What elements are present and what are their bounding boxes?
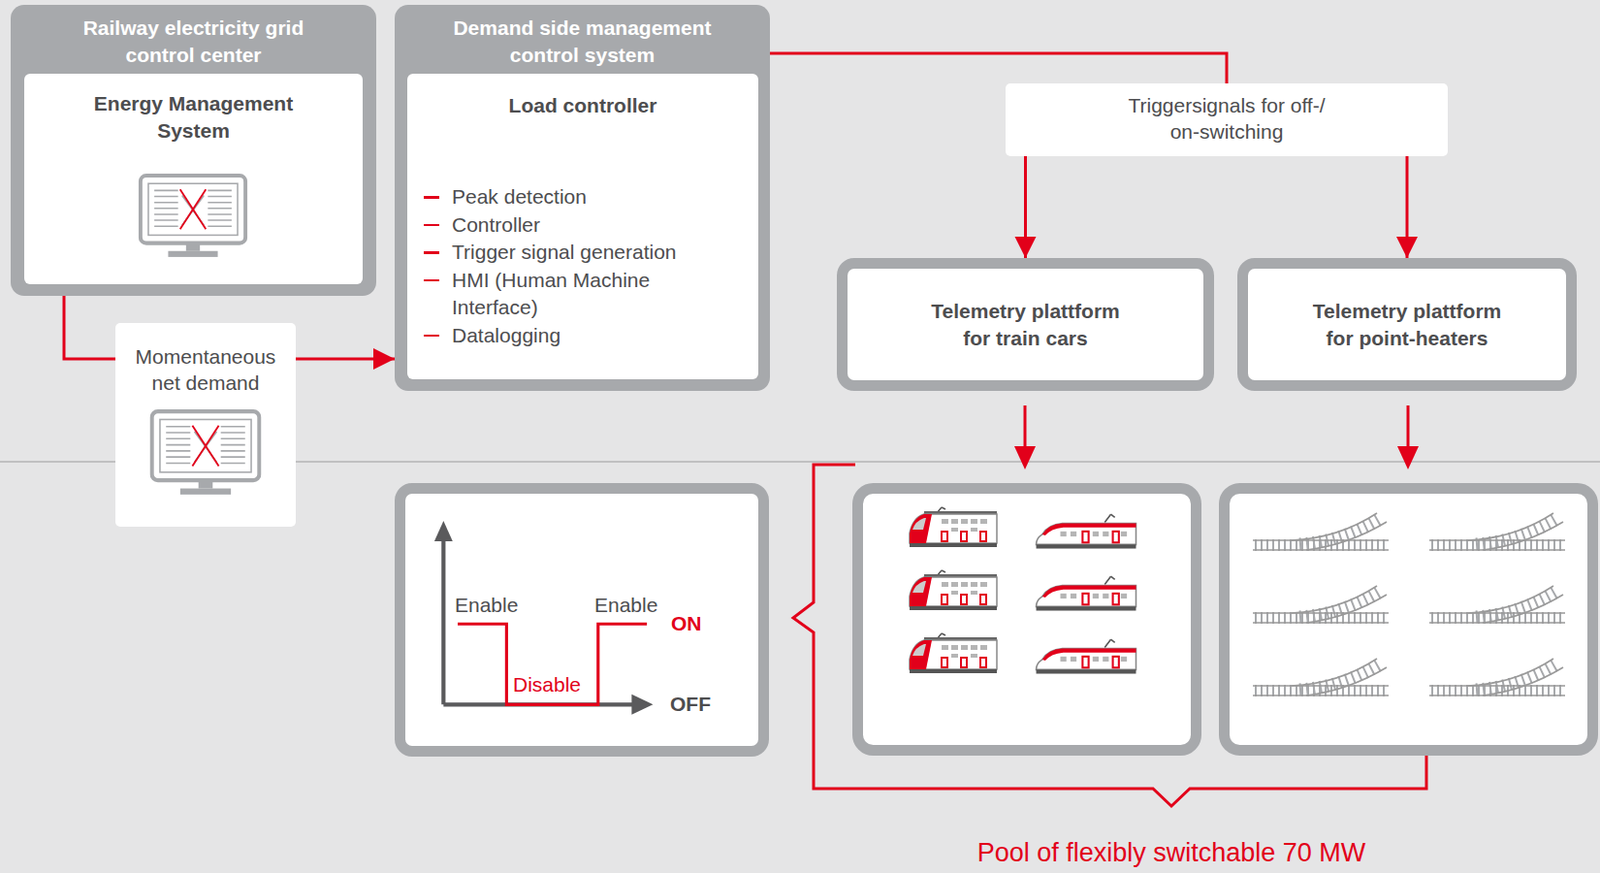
telemetry-box: Telemetry plattform for train cars [836,257,1215,391]
node-label: Enable [594,592,658,618]
connector [1406,156,1409,258]
node-label: OFF [670,691,711,717]
node-label: Telemetry plattform for train cars [921,297,1130,352]
demand-box: Momentaneous net demand [115,322,296,527]
panel-heading: Demand side management control system [442,14,724,69]
node-label: Momentaneous net demand [123,343,288,396]
list-dash [423,334,440,338]
telemetry-box: Telemetry plattform for point-heaters [1237,257,1577,391]
control-center-panel: Railway electricity grid control centerE… [10,4,377,296]
list-text: Peak detection [451,183,704,212]
list-text: Datalogging [451,321,704,351]
point-icons [1252,512,1566,696]
list-text: Controller [451,211,704,240]
point-pool-box [1224,488,1594,751]
list-item: Peak detection [407,183,759,212]
control-system-panel: Demand side management control systemLoa… [394,4,770,391]
list-item: HMI (Human Machine Interface) [407,266,759,322]
load-controller-box: Load controllerPeak detectionControllerT… [407,73,759,380]
list-item: Trigger signal generation [407,238,759,267]
monitor-icon [136,173,250,261]
list-text: Trigger signal generation [451,238,704,267]
trigger-signal-box: Triggersignals for off-/ on-switching [1005,83,1448,157]
list-dash [423,224,440,227]
list-dash [423,279,440,283]
node-label: ON [671,610,703,637]
monitor-icon [149,409,262,499]
connector [1024,156,1027,258]
node-label: Energy Management System [77,90,311,145]
list-dash [423,195,440,199]
list-item: Controller [407,211,759,240]
switching-chart [394,482,769,757]
connector [64,295,116,359]
node-label: Triggersignals for off-/ on-switching [1122,92,1332,145]
list-item: Datalogging [407,321,759,351]
connector [769,53,1227,84]
node-label: Disable [512,672,581,698]
node-label: Enable [454,592,518,618]
list-text: HMI (Human Machine Interface) [451,266,704,322]
connector [295,357,395,361]
list-dash [423,251,440,255]
pool-caption: Pool of flexibly switchable 70 MW [872,837,1471,867]
train-icons [909,507,1137,674]
pool-arrows [1014,405,1419,470]
panel-heading: Railway electricity grid control center [77,14,311,69]
node-label: Telemetry plattform for point-heaters [1303,297,1512,352]
train-pool-box [858,488,1197,751]
system-box: Energy Management System [24,73,363,285]
pool-bracket [793,464,1427,806]
node-label: Load controller [437,92,729,120]
switching-chart-box: Enable EnableON DisableOFF [394,482,769,757]
